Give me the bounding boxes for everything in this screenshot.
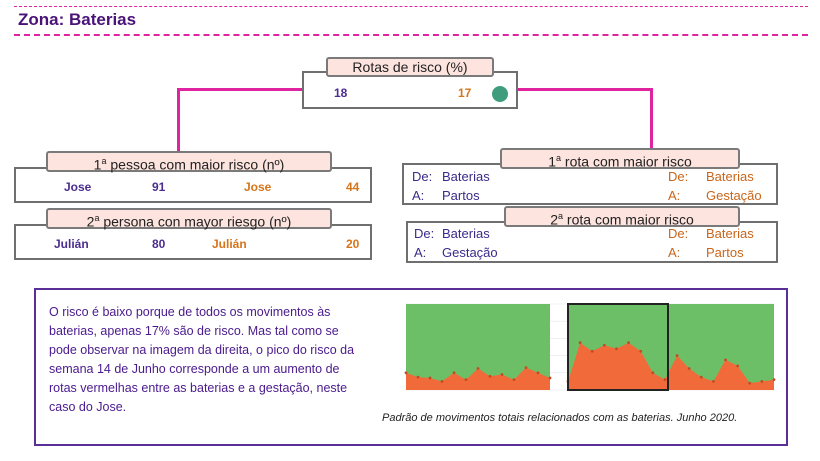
person2-left-value: 80 (152, 237, 166, 251)
route2-right-de: Baterias (706, 226, 754, 241)
info-text: O risco é baixo porque de todos os movim… (49, 305, 355, 414)
chart-point (590, 349, 594, 353)
route2-label: 2a rota com maior risco (504, 206, 740, 228)
chart-point (500, 373, 504, 376)
movements-chart-svg (404, 303, 776, 391)
connector-left-h (177, 88, 304, 91)
risk-routes-box: 18 17 (302, 71, 518, 109)
zone-header: Zona: Baterias (14, 6, 808, 36)
route1-right-a-label: A: (668, 188, 681, 203)
chart-point (724, 358, 727, 362)
connector-left-v (177, 88, 180, 158)
person2-label: 2a persona con mayor riesgo (nº) (46, 208, 332, 230)
route1-box: De: Baterias A: Partos De: Baterias A: G… (402, 163, 778, 205)
person2-right-name: Julián (212, 237, 247, 251)
route2-right-a-label: A: (668, 245, 681, 260)
route2-right-a: Partos (706, 245, 744, 260)
chart-point (548, 376, 552, 380)
person2-label-sup: a (94, 213, 100, 223)
risk-routes-right-value: 17 (458, 86, 472, 100)
route1-left-a-label: A: (412, 188, 425, 203)
chart-point (602, 343, 606, 347)
route2-label-prefix: 2 (550, 211, 559, 228)
route2-box: De: Baterias A: Gestação De: Baterias A:… (406, 221, 778, 263)
chart-point (488, 374, 492, 378)
person2-right-value: 20 (346, 237, 360, 251)
chart-point (627, 341, 630, 345)
risk-routes-label-text: Rotas de risco (%) (352, 59, 468, 75)
person2-left-name: Julián (54, 237, 89, 251)
person1-label-prefix: 1 (93, 156, 102, 173)
person1-left-value: 91 (152, 180, 166, 194)
route1-left-de-label: De: (412, 169, 433, 184)
route1-right-a: Gestação (706, 188, 762, 203)
connector-right-h (516, 88, 652, 91)
route1-left-a: Partos (442, 188, 480, 203)
chart-point (416, 375, 420, 379)
peak-highlight-box (567, 303, 669, 391)
chart-point (687, 367, 691, 370)
route2-label-sup: a (558, 211, 564, 221)
risk-routes-label: Rotas de risco (%) (326, 57, 494, 77)
chart-red-area (406, 367, 550, 390)
chart-point (440, 380, 444, 383)
route2-left-de: Baterias (442, 226, 490, 241)
chart-point (512, 378, 516, 382)
route2-label-rest: rota com maior risco (563, 211, 694, 228)
chart-point (712, 380, 715, 383)
route1-right-de: Baterias (706, 169, 754, 184)
route2-left-de-label: De: (414, 226, 435, 241)
chart-point (452, 371, 456, 375)
person2-label-prefix: 2 (86, 213, 95, 230)
chart-point (524, 366, 528, 370)
chart-point (464, 378, 468, 382)
route2-left-a: Gestação (442, 245, 498, 260)
chart-point (760, 380, 764, 383)
chart-point (748, 381, 752, 385)
chart-point (476, 367, 480, 370)
chart-point (736, 364, 740, 368)
person1-right-name: Jose (244, 180, 272, 194)
chart-point (578, 341, 582, 345)
chart-point (615, 347, 618, 351)
chart-point (404, 371, 408, 375)
connector-right-v (650, 88, 653, 158)
person1-left-name: Jose (64, 180, 92, 194)
route2-right-de-label: De: (668, 226, 689, 241)
route2-left-a-label: A: (414, 245, 427, 260)
chart-point (639, 349, 643, 353)
route1-label-rest: rota com maior risco (561, 153, 692, 170)
chart-areas (404, 304, 776, 390)
chart-point (428, 376, 432, 380)
chart-caption: Padrão de movimentos totais relacionados… (382, 412, 738, 424)
chart-point (536, 371, 540, 375)
risk-routes-left-value: 18 (334, 86, 348, 100)
route1-label-prefix: 1 (548, 153, 557, 170)
chart-point (675, 354, 679, 357)
person1-right-value: 44 (346, 180, 360, 194)
route1-label-sup: a (556, 153, 562, 163)
chart-point (663, 378, 667, 382)
movements-chart (396, 300, 784, 400)
person1-label-sup: a (101, 156, 107, 166)
page-title: Zona: Baterias (18, 10, 137, 29)
status-dot-icon (492, 86, 508, 102)
route1-right-de-label: De: (668, 169, 689, 184)
person2-label-rest: persona con mayor riesgo (nº) (99, 213, 292, 230)
route1-left-de: Baterias (442, 169, 490, 184)
chart-point (772, 378, 776, 382)
info-panel: O risco é baixo porque de todos os movim… (34, 288, 788, 446)
chart-point (699, 375, 703, 379)
chart-red-area (568, 342, 774, 390)
chart-point (651, 371, 655, 375)
person1-label: 1a pessoa com maior risco (nº) (46, 151, 332, 173)
person1-label-rest: pessoa com maior risco (nº) (106, 156, 285, 173)
route1-label: 1a rota com maior risco (500, 148, 740, 170)
